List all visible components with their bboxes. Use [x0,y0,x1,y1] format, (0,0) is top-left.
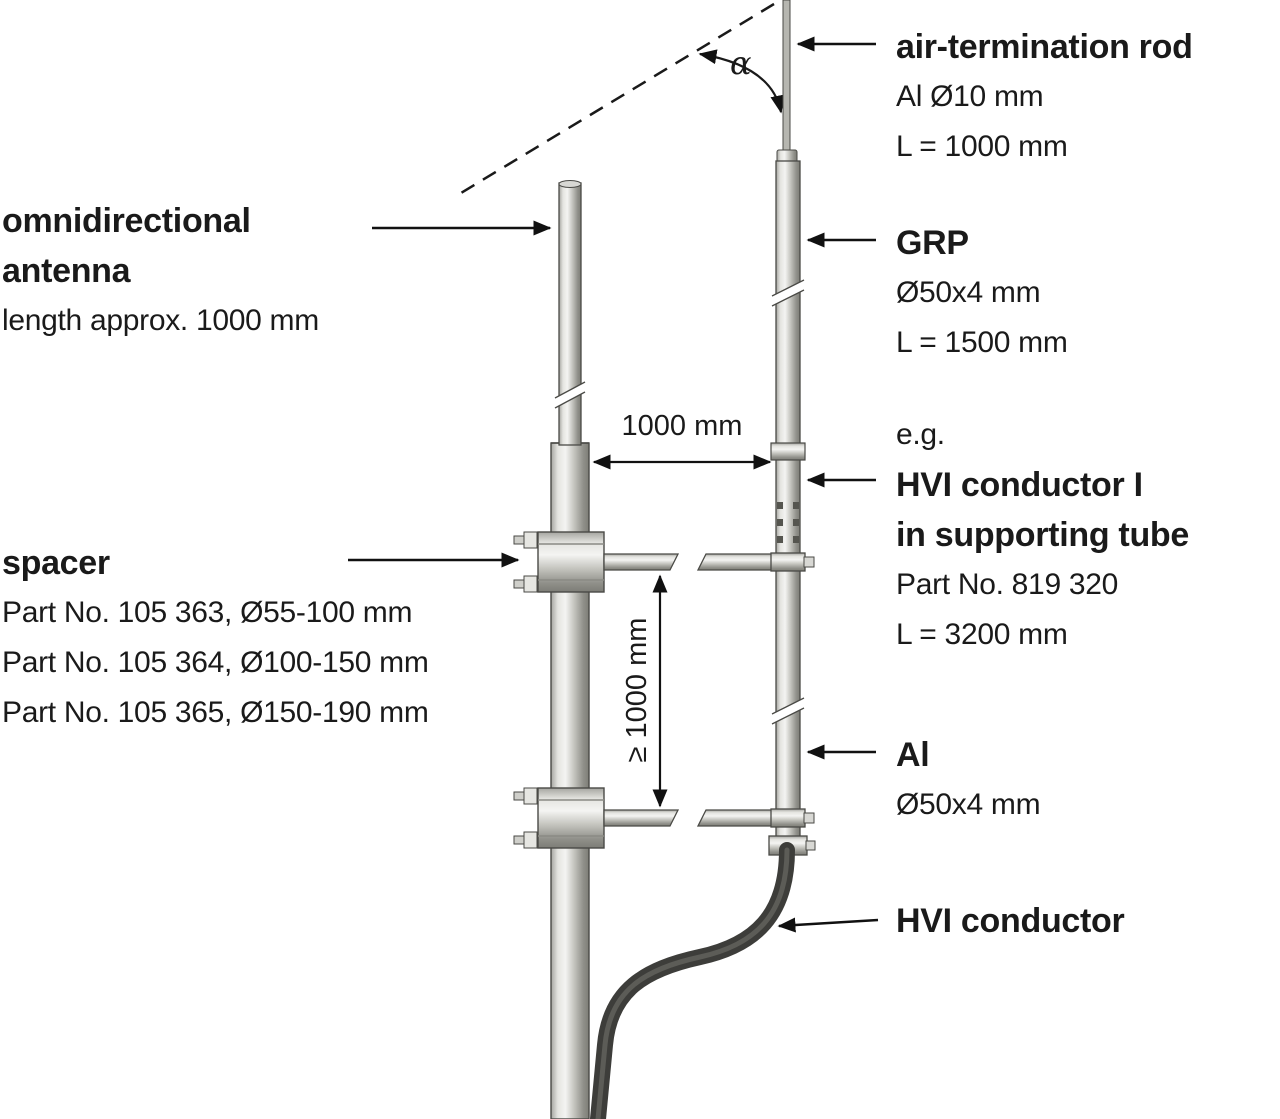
air-termination-rod-part [776,0,798,164]
hvi-tube-label-block: e.g. HVI conductor I in supporting tube … [896,410,1189,660]
tube-coupling-sleeve [770,442,806,461]
hvi-tube-label-title-2: in supporting tube [896,516,1189,554]
spacer-part-no-1: Part No. 105 363, Ø55-100 mm [2,596,413,629]
spacer-part-no-2: Part No. 105 364, Ø100-150 mm [2,646,429,679]
supporting-tube [768,442,816,856]
hvi-conductor-cable [590,842,795,1119]
antenna-break-mark [555,382,585,408]
air-rod-label-line-2: L = 1000 mm [896,130,1068,163]
antenna-label-block: omnidirectional antenna length approx. 1… [2,196,319,346]
antenna-label-title-2: antenna [2,252,131,290]
hvi-tube-label-eg: e.g. [896,418,945,451]
air-rod-label-title: air-termination rod [896,28,1193,66]
hvi-conductor-label-title: HVI conductor [896,902,1125,940]
grp-break-mark [772,280,804,306]
antenna-rod [554,180,586,446]
alpha-angle-label: α [730,44,752,82]
alpha-angle-arc [698,49,786,114]
grp-label-line-2: L = 1500 mm [896,326,1068,359]
air-rod-label-line-1: Al Ø10 mm [896,80,1044,113]
hvi-conductor-arrow [777,917,879,933]
dim-1000mm-label: 1000 mm [621,410,743,442]
spacer-upper [513,531,815,593]
hvi-tube-length: L = 3200 mm [896,618,1068,651]
grp-label-line-1: Ø50x4 mm [896,276,1041,309]
antenna-label-title-1: omnidirectional [2,202,251,240]
tube-break-mark [772,698,804,724]
hvi-tube-part-no: Part No. 819 320 [896,568,1119,601]
spacer-label-title: spacer [2,544,110,582]
grp-label-title: GRP [896,224,969,262]
grp-tube [771,160,805,448]
hvi-conductor-label-block: HVI conductor [896,896,1125,946]
label-arrows [348,36,879,933]
dim-ge-1000mm-label: ≥ 1000 mm [621,617,653,763]
protection-angle-dashed-line [455,2,775,198]
spacer-label-block: spacer Part No. 105 363, Ø55-100 mm Part… [2,538,429,738]
grp-label-block: GRP Ø50x4 mm L = 1500 mm [896,218,1068,368]
antenna-label-subtitle: length approx. 1000 mm [2,304,319,337]
air-rod-label-block: air-termination rod Al Ø10 mm L = 1000 m… [896,22,1193,172]
hvi-tube-label-title-1: HVI conductor I [896,466,1143,504]
al-label-title: Al [896,736,930,774]
spacer-part-no-3: Part No. 105 365, Ø150-190 mm [2,696,429,729]
al-label-block: Al Ø50x4 mm [896,730,1041,830]
al-label-line-1: Ø50x4 mm [896,788,1041,821]
